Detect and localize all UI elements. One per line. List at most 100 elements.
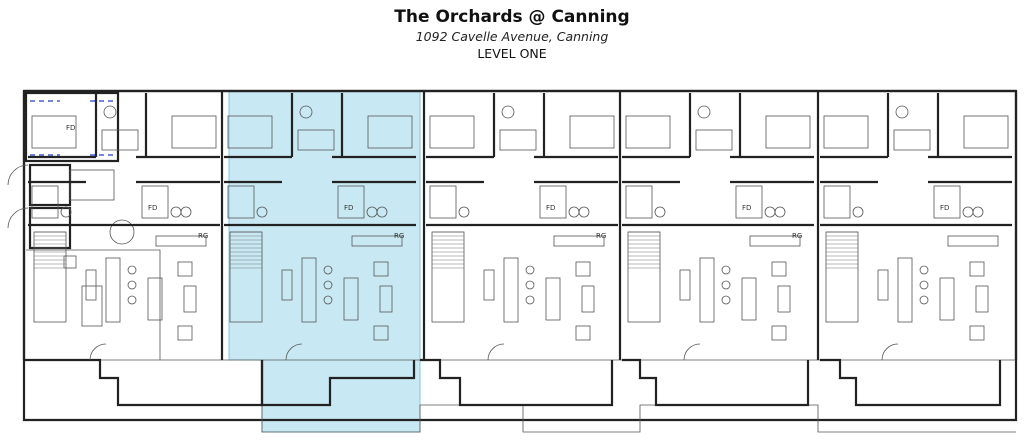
stool (919, 265, 929, 275)
armchair (575, 325, 591, 341)
bed (429, 115, 475, 149)
stool (919, 280, 929, 290)
rg-label: RG (596, 232, 606, 240)
toilet (654, 206, 666, 218)
bed (625, 115, 671, 149)
sofa (939, 277, 955, 321)
stool (127, 265, 137, 275)
rg-label: RG (198, 232, 208, 240)
toilet (103, 105, 117, 119)
garage-area (7, 91, 161, 360)
toilet (852, 206, 864, 218)
laundry (337, 185, 365, 219)
armchair (177, 325, 193, 341)
shower (695, 129, 733, 151)
shower (893, 129, 931, 151)
kitchen-island (699, 257, 715, 323)
entry-door-swing (683, 343, 701, 361)
counter (877, 269, 889, 301)
fd-label: FD (742, 204, 751, 212)
armchair (771, 325, 787, 341)
sofa (343, 277, 359, 321)
plan-address: 1092 Cavelle Avenue, Canning (415, 29, 609, 44)
toilet (697, 105, 711, 119)
laundry (933, 185, 961, 219)
stool (127, 280, 137, 290)
dryer (578, 206, 590, 218)
coffee-table (581, 285, 595, 313)
entry-door-swing (881, 343, 899, 361)
shower (101, 129, 139, 151)
stool (525, 280, 535, 290)
toilet (501, 105, 515, 119)
stool (721, 280, 731, 290)
title-block: The Orchards @ Canning 1092 Cavelle Aven… (0, 6, 1024, 62)
bed (227, 115, 273, 149)
washer (568, 206, 580, 218)
armchair (373, 261, 389, 277)
dining-table (155, 235, 207, 247)
stair (431, 231, 465, 323)
highlighted-unit (228, 90, 421, 433)
bed (823, 115, 869, 149)
stool (323, 295, 333, 305)
stool (919, 295, 929, 305)
coffee-table (183, 285, 197, 313)
counter (281, 269, 293, 301)
shower (499, 129, 537, 151)
tub (625, 185, 653, 219)
tub (823, 185, 851, 219)
stool (525, 265, 535, 275)
rg-label: RG (792, 232, 802, 240)
entry-door-swing (285, 343, 303, 361)
counter (483, 269, 495, 301)
kitchen-island (897, 257, 913, 323)
bed (569, 115, 615, 149)
tub (31, 185, 59, 219)
dryer (972, 206, 984, 218)
fd-label: FD (546, 204, 555, 212)
dining-table (749, 235, 801, 247)
fd-label: FD (940, 204, 949, 212)
building-outline (22, 89, 1018, 433)
tub (227, 185, 255, 219)
armchair (969, 325, 985, 341)
washer (764, 206, 776, 218)
tub (429, 185, 457, 219)
stool (525, 295, 535, 305)
bed (171, 115, 217, 149)
entry-door-swing (487, 343, 505, 361)
sofa (545, 277, 561, 321)
stool (127, 295, 137, 305)
unit-fixtures (28, 93, 1012, 361)
stool (721, 265, 731, 275)
armchair (969, 261, 985, 277)
sofa (147, 277, 163, 321)
bed (31, 115, 77, 149)
laundry (735, 185, 763, 219)
armchair (771, 261, 787, 277)
washer (170, 206, 182, 218)
coffee-table (379, 285, 393, 313)
bed (367, 115, 413, 149)
toilet (895, 105, 909, 119)
plan-title: The Orchards @ Canning (394, 7, 630, 27)
armchair (575, 261, 591, 277)
entry-door-swing (89, 343, 107, 361)
dryer (774, 206, 786, 218)
rg-label: RG (394, 232, 404, 240)
armchair (177, 261, 193, 277)
armchair (373, 325, 389, 341)
fd-label: FD (148, 204, 157, 212)
washer (962, 206, 974, 218)
plan-level: LEVEL ONE (477, 46, 547, 61)
shower (297, 129, 335, 151)
laundry (141, 185, 169, 219)
coffee-table (777, 285, 791, 313)
stool (721, 295, 731, 305)
laundry (539, 185, 567, 219)
toilet (60, 206, 72, 218)
stool (323, 265, 333, 275)
